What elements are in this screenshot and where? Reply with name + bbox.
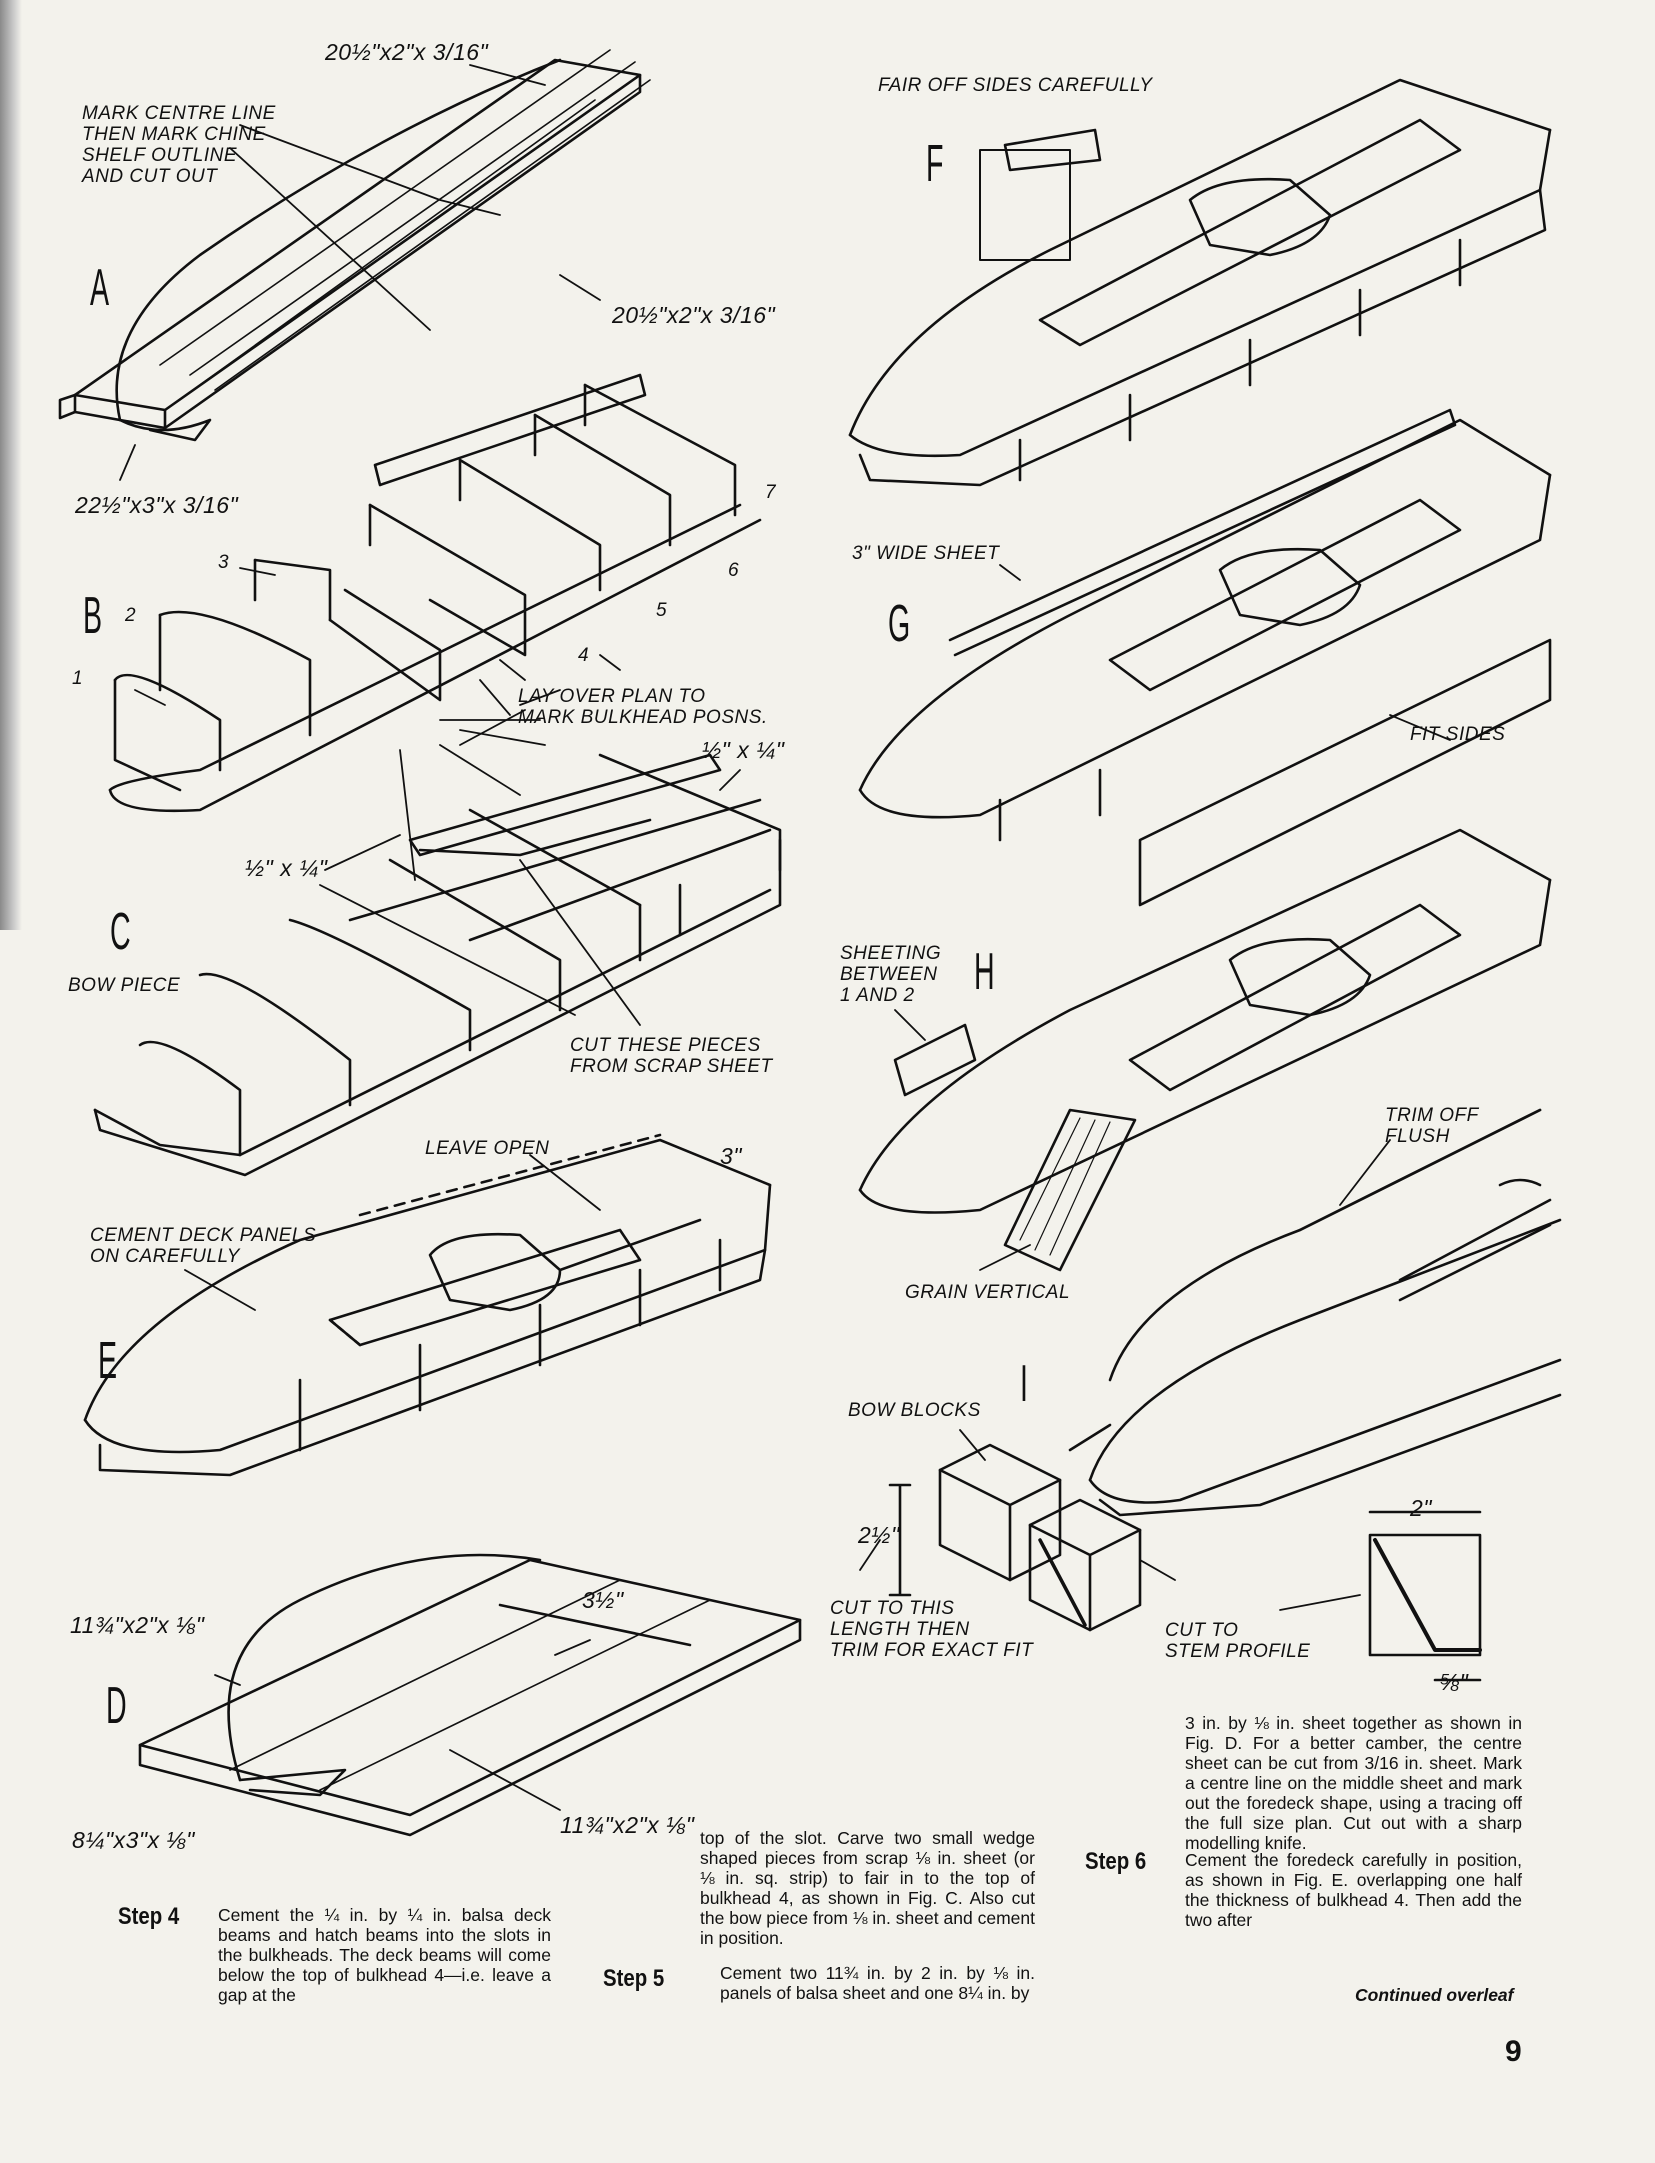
dim-a-top: 20½"x2"x 3/16" bbox=[325, 39, 489, 65]
label-bow-blocks: BOW BLOCKS bbox=[848, 1400, 981, 1421]
figure-i-drawing bbox=[888, 1218, 1562, 1682]
step-6-preceding-text: 3 in. by ⅛ in. sheet together as shown i… bbox=[1185, 1713, 1522, 1853]
label-mark-centre-line: MARK CENTRE LINE THEN MARK CHINE SHELF O… bbox=[82, 103, 276, 187]
figure-letter-g: G bbox=[888, 595, 911, 653]
dim-c-left: ½" x ¼" bbox=[245, 855, 328, 881]
figure-h-drawing bbox=[858, 828, 1552, 1382]
dim-d-right-bottom: 11¾"x2"x ⅛" bbox=[560, 1812, 695, 1838]
figure-letter-f: F bbox=[926, 135, 944, 193]
label-cement-deck-panels: CEMENT DECK PANELS ON CAREFULLY bbox=[90, 1225, 317, 1267]
step-6-text: Cement the foredeck carefully in positio… bbox=[1185, 1850, 1522, 1930]
dim-d-3half: 3½" bbox=[582, 1587, 624, 1613]
bulkhead-number-3: 3 bbox=[218, 552, 230, 573]
continued-overleaf: Continued overleaf bbox=[1355, 1985, 1514, 2005]
label-trim-off-flush: TRIM OFF FLUSH bbox=[1385, 1105, 1479, 1147]
figure-e-drawing bbox=[83, 1133, 772, 1477]
dim-i-5-8in: ⅝" bbox=[1440, 1669, 1469, 1695]
dim-a-bottom: 22½"x3"x 3/16" bbox=[75, 492, 239, 518]
dim-e-3in: 3" bbox=[720, 1143, 742, 1169]
label-cut-to-this-length: CUT TO THIS LENGTH THEN TRIM FOR EXACT F… bbox=[830, 1598, 1034, 1661]
bulkhead-number-5: 5 bbox=[656, 600, 668, 621]
label-bow-piece: BOW PIECE bbox=[68, 975, 181, 996]
bulkhead-number-7: 7 bbox=[765, 482, 777, 503]
label-grain-vertical: GRAIN VERTICAL bbox=[905, 1282, 1071, 1303]
figure-d-drawing bbox=[138, 1553, 802, 1837]
figure-g-drawing bbox=[858, 408, 1552, 907]
step-4-heading: Step 4 bbox=[118, 1903, 180, 1930]
dim-a-right: 20½"x2"x 3/16" bbox=[612, 302, 776, 328]
leader-lines bbox=[119, 64, 1451, 1811]
figure-c-drawing bbox=[93, 753, 782, 1177]
label-cut-to-stem-profile: CUT TO STEM PROFILE bbox=[1165, 1620, 1311, 1662]
figure-letter-c: C bbox=[110, 903, 131, 961]
label-leave-open: LEAVE OPEN bbox=[425, 1138, 550, 1159]
scan-edge bbox=[0, 0, 22, 930]
label-lay-over-plan: LAY OVER PLAN TO MARK BULKHEAD POSNS. bbox=[518, 686, 768, 728]
label-fit-sides: FIT SIDES bbox=[1410, 724, 1506, 745]
figure-b-drawing bbox=[108, 373, 762, 813]
figure-letter-e: E bbox=[98, 1332, 118, 1390]
step-4-text: Cement the ¼ in. by ¼ in. balsa deck bea… bbox=[218, 1905, 551, 2005]
figure-a-drawing bbox=[58, 49, 651, 442]
dim-i-2in: 2" bbox=[1410, 1495, 1432, 1521]
figure-letter-h: H bbox=[974, 943, 995, 1001]
figure-letter-b: B bbox=[83, 587, 103, 645]
bulkhead-number-1: 1 bbox=[72, 668, 84, 689]
step-5-continued-text: top of the slot. Carve two small wedge s… bbox=[700, 1828, 1035, 1948]
step-5-heading: Step 5 bbox=[603, 1965, 665, 1992]
dim-i-2half: 2½" bbox=[858, 1522, 900, 1548]
figure-letter-d: D bbox=[106, 1677, 127, 1735]
page-number: 9 bbox=[1505, 2035, 1522, 2068]
figure-f-drawing bbox=[848, 78, 1552, 487]
bulkhead-number-2: 2 bbox=[125, 605, 137, 626]
figure-letter-a: A bbox=[90, 259, 110, 317]
dim-c-right: ½" x ¼" bbox=[702, 737, 785, 763]
label-cut-these-pieces: CUT THESE PIECES FROM SCRAP SHEET bbox=[570, 1035, 773, 1077]
step-5-text: Cement two 11¾ in. by 2 in. by ⅛ in. pan… bbox=[720, 1963, 1035, 2003]
label-3in-wide-sheet: 3" WIDE SHEET bbox=[852, 543, 1000, 564]
label-sheeting-between: SHEETING BETWEEN 1 AND 2 bbox=[840, 943, 942, 1006]
label-fair-off-sides: FAIR OFF SIDES CAREFULLY bbox=[878, 75, 1153, 96]
bulkhead-number-4: 4 bbox=[578, 645, 590, 666]
step-6-heading: Step 6 bbox=[1085, 1848, 1147, 1875]
dim-d-left-top: 11¾"x2"x ⅛" bbox=[70, 1612, 205, 1638]
dim-d-left-bottom: 8¼"x3"x ⅛" bbox=[72, 1827, 195, 1853]
bulkhead-number-6: 6 bbox=[728, 560, 740, 581]
figure-letter-i: I bbox=[1020, 1355, 1028, 1413]
